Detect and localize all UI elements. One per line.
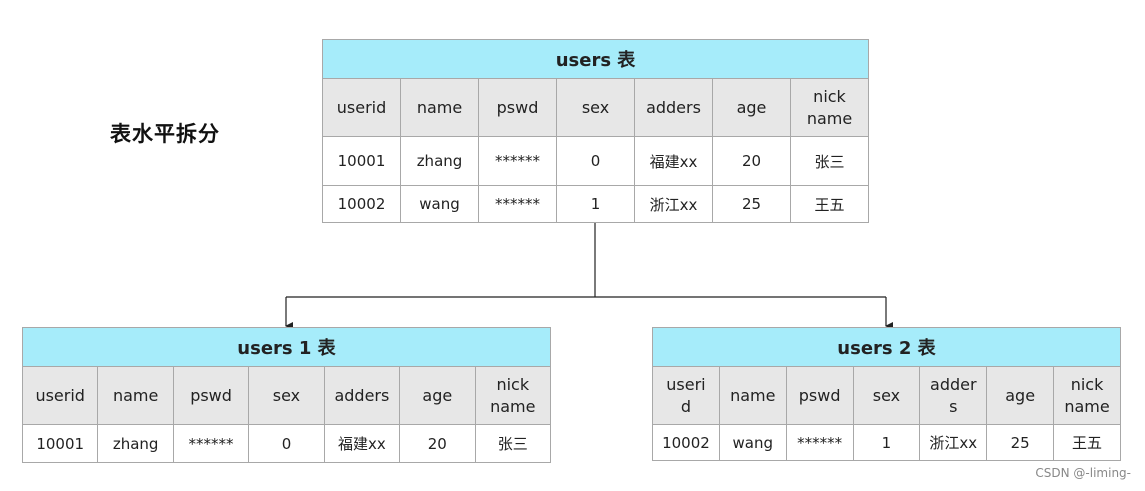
column-header: name xyxy=(400,78,479,137)
table-cell: 福建xx xyxy=(634,136,713,186)
column-header: pswd xyxy=(478,78,557,137)
column-header: userid xyxy=(21,366,99,425)
table-cell: 10002 xyxy=(652,424,720,461)
table-cell: 25 xyxy=(986,424,1055,461)
column-header: nick name xyxy=(474,366,552,425)
column-header: nick name xyxy=(790,78,869,137)
column-header: pswd xyxy=(785,366,854,425)
table-title: users 2 表 xyxy=(652,327,1121,367)
table-cell: zhang xyxy=(400,136,479,186)
table-cell: ****** xyxy=(478,136,557,186)
table-title: users 1 表 xyxy=(22,327,551,367)
table-cell: 1 xyxy=(852,424,921,461)
column-header: sex xyxy=(556,78,635,137)
table-cell: wang xyxy=(400,185,479,223)
table-cell: 浙江xx xyxy=(634,185,713,223)
table-cell: zhang xyxy=(97,424,174,463)
column-header: sex xyxy=(248,366,325,425)
watermark: CSDN @-liming- xyxy=(1035,466,1131,480)
table-cell: ****** xyxy=(478,185,557,223)
column-header: age xyxy=(986,366,1055,425)
table-cell: 1 xyxy=(556,185,635,223)
table-cell: wang xyxy=(718,424,787,461)
table-cell: 20 xyxy=(399,424,476,463)
table-cell: 福建xx xyxy=(323,424,401,463)
table-cell: 10001 xyxy=(21,424,99,463)
table-cell: 10001 xyxy=(322,136,401,186)
column-header: adders xyxy=(634,78,713,137)
column-header: adders xyxy=(323,366,401,425)
column-header: name xyxy=(97,366,174,425)
column-header: age xyxy=(399,366,476,425)
column-header: sex xyxy=(852,366,921,425)
table-title: users 表 xyxy=(322,39,869,79)
column-header: name xyxy=(718,366,787,425)
table-cell: 王五 xyxy=(1053,424,1121,461)
column-header: useri d xyxy=(652,366,720,425)
table-cell: 浙江xx xyxy=(919,424,988,461)
table-cell: 20 xyxy=(712,136,791,186)
table-cell: ****** xyxy=(172,424,250,463)
table-cell: 张三 xyxy=(790,136,869,186)
table-cell: ****** xyxy=(785,424,854,461)
table-cell: 0 xyxy=(248,424,325,463)
table-cell: 10002 xyxy=(322,185,401,223)
column-header: age xyxy=(712,78,791,137)
column-header: pswd xyxy=(172,366,250,425)
table-cell: 0 xyxy=(556,136,635,186)
column-header: userid xyxy=(322,78,401,137)
table-cell: 张三 xyxy=(474,424,552,463)
table-cell: 王五 xyxy=(790,185,869,223)
table-cell: 25 xyxy=(712,185,791,223)
diagram-title: 表水平拆分 xyxy=(110,122,220,146)
column-header: nick name xyxy=(1053,366,1121,425)
column-header: adder s xyxy=(919,366,988,425)
